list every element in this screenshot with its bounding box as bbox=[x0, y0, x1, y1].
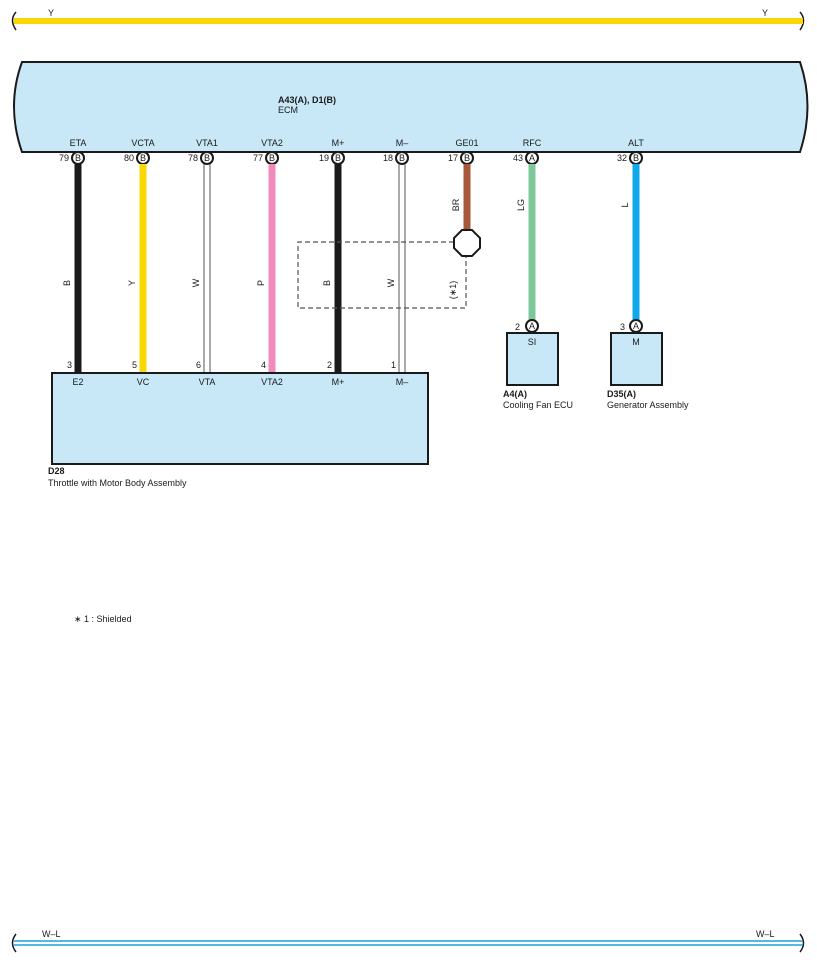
throttle-name: Throttle with Motor Body Assembly bbox=[48, 478, 187, 488]
ecm-pin-number-2: 78 bbox=[188, 153, 198, 163]
ecm-pin-number-7: 43 bbox=[513, 153, 523, 163]
generator-pin-number: 3 bbox=[620, 322, 625, 332]
wire-color-label-4: B bbox=[322, 280, 332, 286]
top-bus-right-label: Y bbox=[762, 8, 768, 18]
ecm-pin-conn-3: B bbox=[269, 153, 275, 163]
cooling-fan-pin-number: 2 bbox=[515, 322, 520, 332]
bottom-bus-right-cap bbox=[799, 933, 805, 953]
throttle-terminal-3: VTA2 bbox=[261, 377, 283, 387]
wire-color-label-2: W bbox=[191, 278, 201, 287]
shield-octagon bbox=[453, 229, 481, 257]
throttle-pin-number-0: 3 bbox=[67, 360, 72, 370]
wire-color-label-3: P bbox=[256, 280, 266, 286]
wire-color-label-1: Y bbox=[127, 280, 137, 286]
ecm-pin-conn-8: B bbox=[633, 153, 639, 163]
ecm-terminal-6: GE01 bbox=[455, 138, 478, 148]
shield-dashed-box bbox=[297, 241, 467, 309]
ecm-terminal-1: VCTA bbox=[131, 138, 154, 148]
shield: (∗1) bbox=[297, 229, 481, 309]
top-bus-left-label: Y bbox=[48, 8, 54, 18]
cooling-fan-box bbox=[506, 332, 559, 386]
ecm-pin-number-1: 80 bbox=[124, 153, 134, 163]
throttle-terminal-0: E2 bbox=[72, 377, 83, 387]
throttle-box bbox=[51, 372, 429, 465]
cooling-fan-name: Cooling Fan ECU bbox=[503, 400, 573, 410]
ecm-pin-number-0: 79 bbox=[59, 153, 69, 163]
throttle-terminal-1: VC bbox=[137, 377, 150, 387]
wire-color-label-6: BR bbox=[451, 198, 461, 211]
bottom-bus-left-label: W–L bbox=[42, 929, 61, 939]
throttle-pin-number-5: 1 bbox=[391, 360, 396, 370]
wire-color-label-0: B bbox=[62, 280, 72, 286]
ecm-pin-circle-5 bbox=[395, 151, 409, 165]
ecm-connector-label: A43(A), D1(B) bbox=[278, 95, 336, 105]
ecm-pin-number-5: 18 bbox=[383, 153, 393, 163]
generator-pin-circle bbox=[629, 319, 643, 333]
shield-note: (∗1) bbox=[448, 281, 458, 300]
wires: B Y W P B W BR LG L bbox=[62, 164, 640, 373]
ecm-terminal-0: ETA bbox=[70, 138, 87, 148]
throttle-pin-number-2: 6 bbox=[196, 360, 201, 370]
generator-box bbox=[610, 332, 663, 386]
ecm-terminal-4: M+ bbox=[332, 138, 345, 148]
ecm-pin-conn-6: B bbox=[464, 153, 470, 163]
ecm-pin-number-4: 19 bbox=[319, 153, 329, 163]
ecm-terminal-8: ALT bbox=[628, 138, 644, 148]
throttle-terminal-2: VTA bbox=[199, 377, 216, 387]
ecm-pin-conn-4: B bbox=[335, 153, 341, 163]
throttle-pin-number-3: 4 bbox=[261, 360, 266, 370]
wire-color-label-5: W bbox=[386, 278, 396, 287]
bottom-bus-left-cap bbox=[11, 933, 17, 953]
ecm-box bbox=[13, 61, 809, 153]
throttle-terminal-4: M+ bbox=[332, 377, 345, 387]
ecm-pin-conn-2: B bbox=[204, 153, 210, 163]
ecm-terminal-5: M– bbox=[396, 138, 409, 148]
ecm-name: ECM bbox=[278, 105, 298, 115]
ecm-pin-number-6: 17 bbox=[448, 153, 458, 163]
throttle-pin-number-4: 2 bbox=[327, 360, 332, 370]
cooling-fan-pin-circle bbox=[525, 319, 539, 333]
cooling-fan-terminal: SI bbox=[528, 337, 537, 347]
ecm-pin-number-8: 32 bbox=[617, 153, 627, 163]
top-bus-left-cap bbox=[11, 11, 17, 31]
top-bus-right-cap bbox=[799, 11, 805, 31]
ecm-pin-conn-0: B bbox=[75, 153, 81, 163]
wire-color-label-7: LG bbox=[516, 199, 526, 211]
ecm-pin-conn-1: B bbox=[140, 153, 146, 163]
generator-terminal: M bbox=[632, 337, 640, 347]
ecm-terminal-2: VTA1 bbox=[196, 138, 218, 148]
cooling-fan-pin-conn: A bbox=[529, 321, 535, 331]
throttle-terminal-5: M– bbox=[396, 377, 409, 387]
throttle-pin-number-1: 5 bbox=[132, 360, 137, 370]
bottom-bus-right-label: W–L bbox=[756, 929, 775, 939]
throttle-connector: D28 bbox=[48, 466, 65, 476]
generator-pin-conn: A bbox=[633, 321, 639, 331]
generator-assembly: 3 A M D35(A) Generator Assembly bbox=[607, 319, 689, 410]
ecm-terminal-3: VTA2 bbox=[261, 138, 283, 148]
generator-name: Generator Assembly bbox=[607, 400, 689, 410]
wire-color-label-8: L bbox=[620, 202, 630, 207]
generator-connector: D35(A) bbox=[607, 389, 636, 399]
shield-legend: ∗ 1 : Shielded bbox=[74, 614, 132, 624]
bottom-bus: W–L W–L bbox=[11, 929, 805, 953]
cooling-fan-connector: A4(A) bbox=[503, 389, 527, 399]
top-bus: Y Y bbox=[11, 8, 805, 31]
ecm-terminal-7: RFC bbox=[523, 138, 542, 148]
ecm-pin-conn-7: A bbox=[529, 153, 535, 163]
ecm-pin-conn-5: B bbox=[399, 153, 405, 163]
ecm-pin-number-3: 77 bbox=[253, 153, 263, 163]
cooling-fan-ecu: 2 A SI A4(A) Cooling Fan ECU bbox=[503, 319, 573, 410]
ecm-pin-circle-2 bbox=[200, 151, 214, 165]
